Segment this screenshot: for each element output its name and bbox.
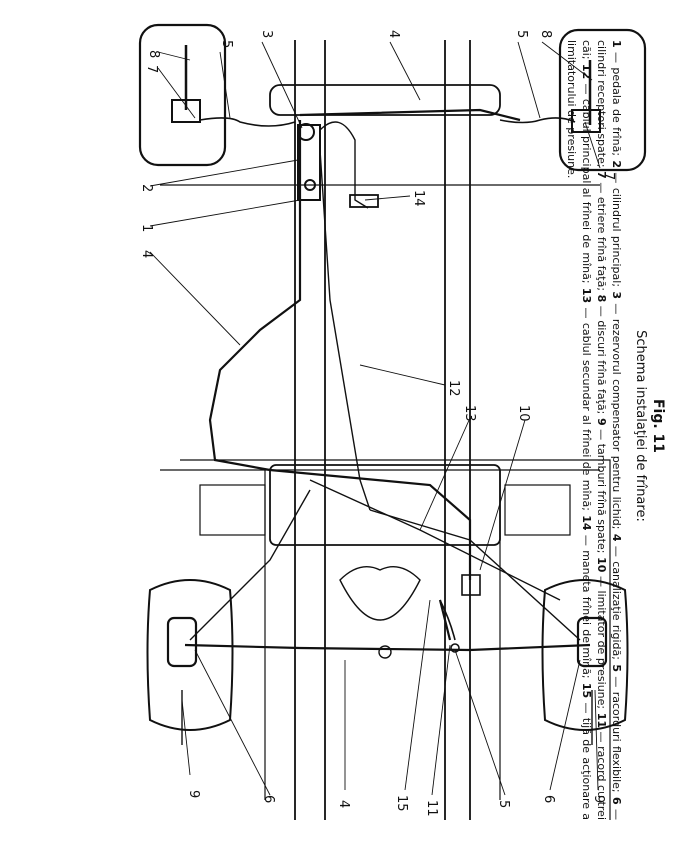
rigid-brake-lines — [184, 108, 591, 652]
legend-item-text: limitator de presiune; — [595, 590, 608, 710]
legend-item-number: 12 — [580, 63, 593, 80]
legend-item: 8 — discuri frînă faţă; — [595, 294, 608, 415]
callout-4-bottom: 4 — [336, 800, 351, 808]
legend-item: 10 — limitator de presiune; — [595, 557, 608, 710]
callout-14: 14 — [411, 190, 426, 207]
legend-item: 14 — maneta frînei de mînă; — [580, 515, 593, 679]
legend-item: 12 — cablul principal al frînei de mînă; — [580, 63, 593, 284]
callout-9-right: 9 — [591, 795, 606, 803]
legend-item: 13 — cablul secundar al frînei de mînă; — [580, 287, 593, 511]
chassis-frame — [160, 40, 611, 820]
flexible-hoses — [199, 117, 576, 127]
legend-item-number: 1 — [610, 40, 623, 48]
legend: 1 — pedala de frînă; 2 — cilindrul princ… — [564, 40, 624, 820]
callout-10: 10 — [516, 405, 531, 422]
callout-5-bottom: 5 — [496, 800, 511, 808]
legend-item: 3 — rezervorul compensator pentru lichid… — [610, 291, 623, 530]
legend-item: 5 — racorduri flexibile; — [610, 664, 623, 793]
legend-item-text: tamburi frînă spate; — [595, 443, 608, 554]
legend-item: 2 — cilindrul principal; — [610, 160, 623, 288]
figure-title: Fig. 11 — [650, 398, 666, 454]
legend-item-number: 3 — [610, 291, 623, 300]
legend-item: 9 — tamburi frînă spate; — [595, 417, 608, 554]
legend-item: 7 — etriere frînă faţă; — [595, 171, 608, 292]
figure-subtitle: Schema instalaţiei de frînare: — [633, 330, 648, 522]
callout-3: 3 — [259, 30, 274, 38]
callout-12: 12 — [446, 380, 461, 397]
handbrake-lever — [349, 194, 379, 208]
callout-9-left: 9 — [186, 790, 201, 798]
legend-item-number: 6 — [610, 797, 623, 805]
callout-2: 2 — [139, 184, 154, 192]
front-left-wheel — [138, 23, 227, 167]
callout-1: 1 — [139, 224, 154, 232]
callout-6-right: 6 — [541, 795, 556, 803]
callout-4-mid: 4 — [139, 250, 154, 258]
legend-item: 1 — pedala de frînă; — [610, 40, 623, 157]
callout-5-right: 5 — [514, 30, 529, 38]
handbrake-cables — [189, 121, 581, 641]
pressure-limiter — [439, 574, 481, 653]
legend-item-text: maneta frînei de mînă; — [580, 550, 593, 679]
callout-7-right: 7 — [601, 172, 616, 180]
legend-item-number: 10 — [595, 557, 608, 573]
callout-numbers: 8 7 5 3 4 5 8 7 2 1 14 4 12 13 10 9 6 4 … — [139, 30, 616, 817]
legend-item: 4 — canalizaţie rigidă; — [610, 533, 623, 660]
callout-11: 11 — [424, 800, 439, 817]
legend-item-number: 7 — [595, 171, 608, 179]
legend-item-number: 2 — [610, 160, 623, 169]
callout-6-left: 6 — [261, 795, 276, 803]
legend-item-number: 5 — [610, 664, 623, 672]
legend-item-number: 8 — [595, 294, 608, 303]
leader-lines — [149, 41, 601, 796]
legend-item-text: canalizaţie rigidă; — [610, 561, 623, 660]
legend-item-text: pedala de frînă; — [610, 67, 623, 157]
callout-7-left: 7 — [144, 65, 159, 73]
legend-item-text: discuri frînă faţă; — [595, 320, 608, 415]
callout-4-top: 4 — [386, 30, 401, 38]
legend-item-number: 9 — [595, 417, 608, 426]
legend-item-number: 11 — [595, 712, 608, 728]
figure-caption: Fig. 11 Schema instalaţiei de frînare: 1… — [534, 0, 684, 852]
callout-8-right: 8 — [538, 30, 553, 38]
rear-left-wheel — [146, 579, 234, 745]
legend-item-text: cilindrul principal; — [610, 187, 623, 288]
legend-item-text: cablul principal al frînei de mînă; — [580, 98, 593, 284]
callout-15: 15 — [394, 795, 409, 812]
legend-item-number: 15 — [580, 682, 593, 699]
master-cylinder — [297, 123, 321, 201]
callout-5-left: 5 — [219, 40, 234, 48]
legend-item-text: racorduri flexibile; — [610, 691, 623, 793]
callout-8-left: 8 — [146, 50, 161, 58]
legend-item-text: rezervorul compensator pentru lichid; — [610, 318, 623, 530]
legend-item-text: cilindri receptori spate; — [595, 40, 608, 168]
legend-item-number: 13 — [580, 287, 593, 304]
legend-item-text: cablul secundar al frînei de mînă; — [580, 322, 593, 511]
legend-item-number: 4 — [610, 533, 623, 542]
legend-item-text: etriere frînă faţă; — [595, 196, 608, 292]
callout-13: 13 — [462, 405, 477, 422]
rear-right-wheel — [541, 579, 629, 745]
legend-item-number: 14 — [580, 515, 593, 531]
